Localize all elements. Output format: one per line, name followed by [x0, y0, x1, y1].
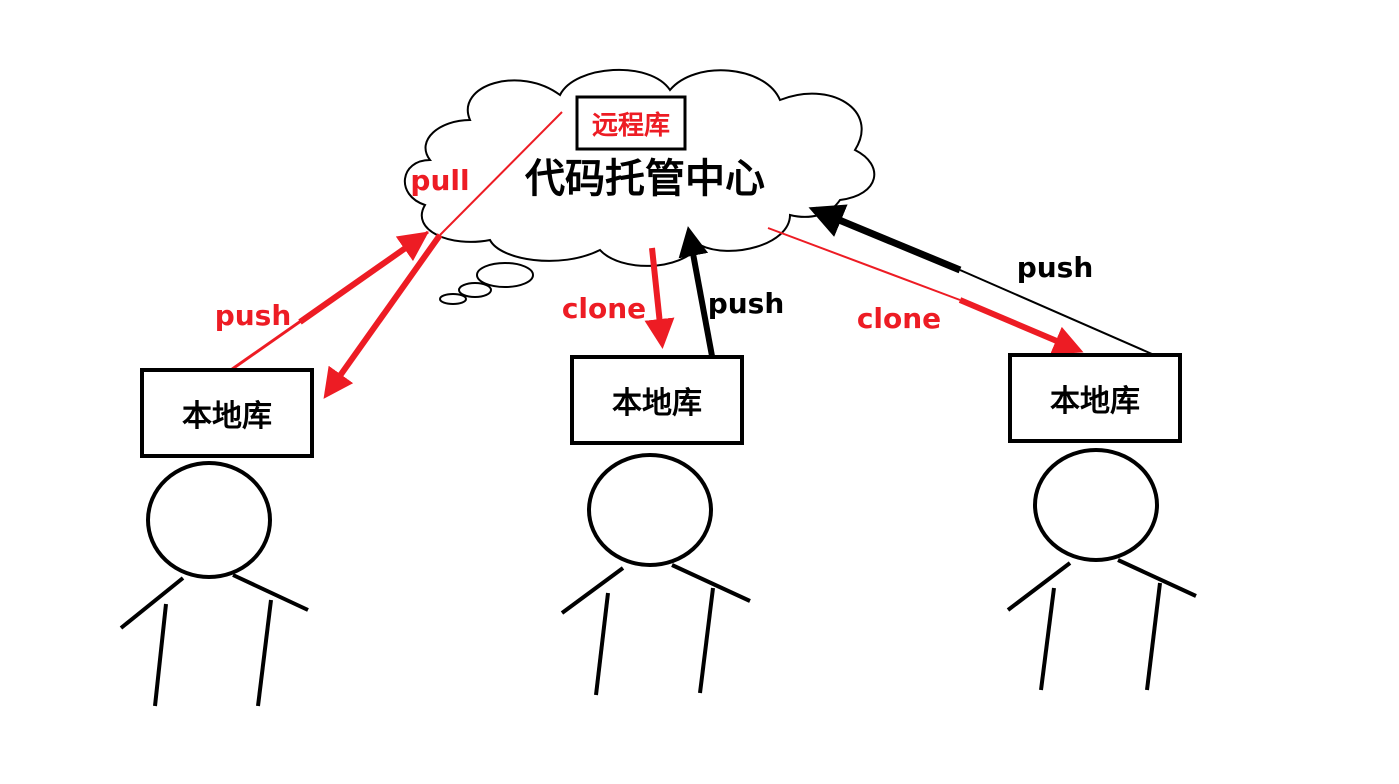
local-repo-right: 本地库 — [1008, 353, 1182, 443]
local-repo-left: 本地库 — [140, 368, 314, 458]
local-repo-label: 本地库 — [1050, 384, 1140, 419]
left-pull-label: pull — [410, 164, 469, 197]
left-pull-line — [439, 111, 563, 236]
right-push-line — [959, 269, 1153, 355]
thought-bubble-small — [439, 293, 467, 305]
right-clone-arrow — [958, 297, 1084, 355]
person-right — [1006, 448, 1197, 691]
remote-repo-label: 远程库 — [592, 111, 670, 141]
mid-push-arrow — [678, 226, 715, 357]
left-push-label: push — [215, 299, 292, 332]
right-push-arrow — [808, 204, 962, 274]
right-push-label: push — [1017, 251, 1094, 284]
right-clone-label: clone — [857, 302, 941, 335]
hosting-center-title: 代码托管中心 — [524, 156, 765, 202]
local-repo-label: 本地库 — [612, 386, 702, 421]
thought-bubble-medium — [458, 282, 492, 298]
person-middle — [560, 453, 751, 696]
cloud-shape — [404, 68, 876, 305]
local-repo-label: 本地库 — [182, 399, 272, 434]
mid-clone-label: clone — [562, 292, 646, 325]
left-push-arrow — [298, 231, 429, 325]
person-left — [119, 461, 309, 707]
mid-clone-arrow — [644, 247, 675, 349]
local-repo-middle: 本地库 — [570, 355, 744, 445]
left-pull-arrow — [323, 233, 443, 399]
mid-push-label: push — [708, 287, 785, 320]
remote-repo-box — [575, 95, 687, 151]
right-clone-line — [767, 227, 961, 301]
thought-bubble-large — [476, 262, 534, 288]
